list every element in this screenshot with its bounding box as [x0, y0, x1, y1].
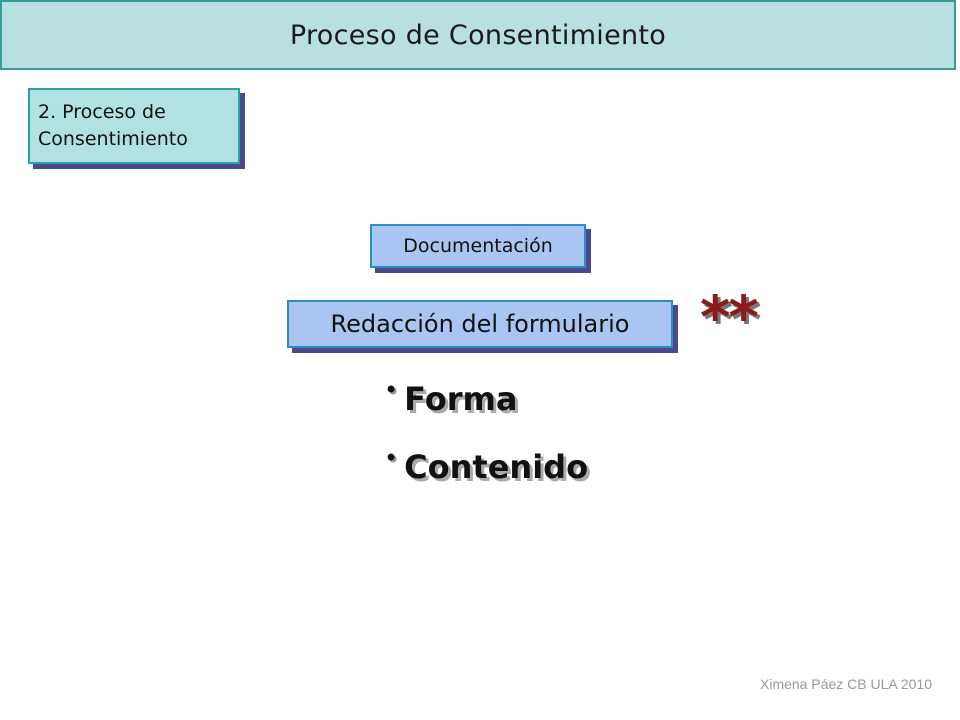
- form-drafting-box-label: Redacción del formulario: [330, 310, 630, 338]
- bullet-dot-icon: •: [384, 444, 399, 472]
- footer-credit: Ximena Páez CB ULA 2010: [760, 676, 932, 692]
- form-drafting-box-face: Redacción del formulario: [287, 300, 673, 348]
- documentation-box-face: Documentación: [370, 224, 586, 268]
- bullet-dot-icon: •: [384, 376, 399, 404]
- stage-box-label: 2. Proceso de Consentimiento: [38, 101, 188, 150]
- slide-title: Proceso de Consentimiento: [289, 19, 667, 51]
- double-asterisk-marker: **: [700, 283, 759, 351]
- bullet-list: • Forma • Contenido: [384, 376, 589, 516]
- bullet-item: • Contenido: [384, 444, 589, 516]
- documentation-box-label: Documentación: [403, 235, 553, 257]
- stage-box-face: 2. Proceso de Consentimiento: [28, 88, 240, 164]
- bullet-item-label: Forma: [404, 380, 518, 418]
- stage-box: 2. Proceso de Consentimiento: [28, 88, 245, 169]
- bullet-item-label: Contenido: [404, 448, 589, 486]
- documentation-box: Documentación: [370, 224, 591, 273]
- form-drafting-box: Redacción del formulario: [287, 300, 678, 353]
- slide-title-bar: Proceso de Consentimiento: [0, 0, 956, 70]
- bullet-item: • Forma: [384, 376, 588, 448]
